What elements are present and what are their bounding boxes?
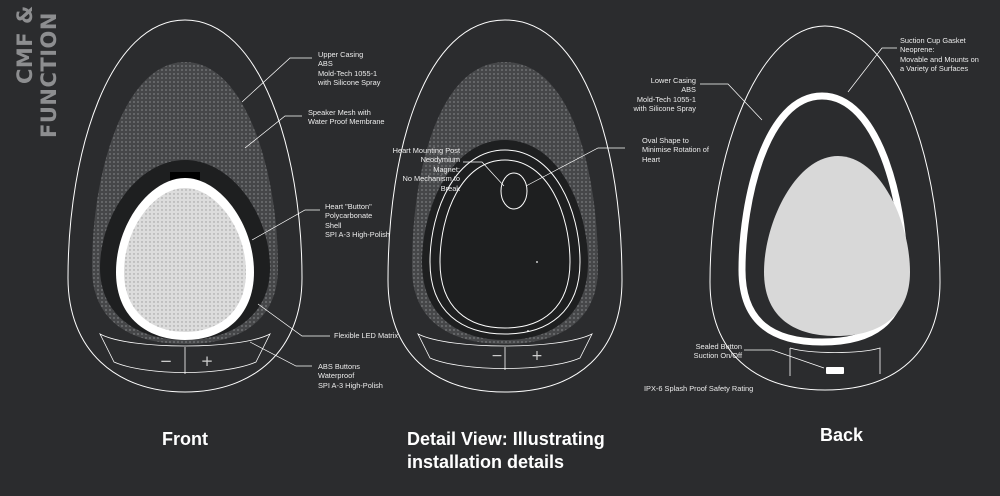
detail-plus-button[interactable]: + (531, 348, 543, 364)
leader-upper-casing (241, 57, 312, 103)
detail-bottom-dot (527, 330, 529, 332)
leader-suction-gasket (847, 47, 897, 93)
caption-front: Front (162, 429, 208, 449)
detail-outer-shell (387, 19, 623, 393)
front-outer-shell (67, 19, 303, 393)
back-outer-shell (709, 25, 941, 391)
detail-oval-post (500, 172, 528, 210)
caption-back: Back (820, 425, 864, 445)
leader-lower-casing (700, 83, 763, 121)
callout-ipx-rating: IPX-6 Splash Proof Safety Rating (644, 384, 754, 393)
front-black-tab (170, 172, 200, 182)
leader-led-matrix (257, 303, 330, 337)
detail-center-dot (536, 261, 538, 263)
sealed-suction-button[interactable] (826, 367, 844, 374)
leader-sealed-button (744, 349, 825, 369)
page-title-line-2: FUNCTION (37, 12, 61, 138)
detail-minus-button[interactable]: − (491, 348, 503, 364)
leader-abs-buttons (249, 341, 312, 367)
detail-view: − + (387, 19, 625, 393)
leader-oval-shape (525, 147, 625, 187)
back-lower-band (789, 347, 881, 374)
leader-mounting-post (463, 161, 505, 187)
front-plus-button[interactable]: + (201, 352, 214, 370)
leader-speaker-mesh (244, 115, 302, 149)
callout-led-matrix: Flexible LED Matrix (334, 331, 399, 340)
detail-ring-inner (439, 159, 571, 329)
back-suction-gasket (738, 92, 908, 346)
detail-ring-outer (429, 149, 581, 335)
front-heart-button (124, 188, 246, 332)
front-view: − + (67, 19, 330, 393)
back-suction-cup (764, 156, 910, 336)
page-title-line-1: CMF & (13, 5, 37, 84)
detail-dark-ring (422, 140, 588, 340)
leader-heart-button (251, 209, 320, 241)
front-minus-button[interactable]: − (160, 352, 173, 370)
back-view (700, 25, 941, 391)
